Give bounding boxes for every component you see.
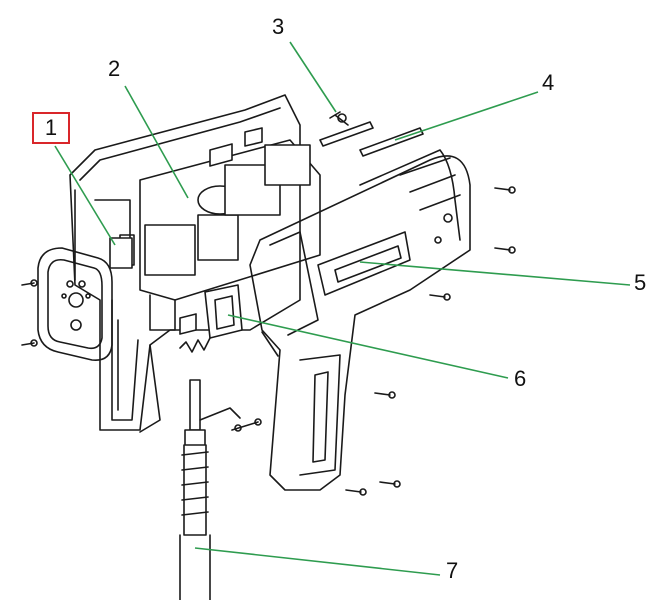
screws	[21, 111, 516, 496]
trigger-switch	[179, 284, 243, 339]
callout-label-6: 6	[514, 366, 527, 391]
circuit-board	[109, 127, 321, 331]
trigger-spring	[179, 337, 211, 353]
leader-line-5	[359, 261, 631, 286]
front-cap	[37, 247, 113, 362]
pins	[319, 121, 424, 157]
leader-line-1	[54, 145, 116, 246]
callout-label-5: 5	[634, 270, 647, 295]
callout-label-3: 3	[272, 14, 285, 39]
probe-cable	[179, 379, 242, 600]
leader-line-6	[227, 314, 509, 379]
leader-line-2	[124, 85, 189, 199]
leader-line-7	[194, 547, 441, 576]
front-housing-half	[249, 149, 471, 491]
leader-lines	[54, 41, 631, 576]
callout-number-1: 1	[44, 115, 58, 140]
callout-label-4: 4	[542, 70, 555, 95]
callout-label-1: 1	[32, 112, 70, 144]
callout-label-2: 2	[108, 56, 121, 81]
callout-label-7: 7	[446, 558, 459, 583]
leader-line-3	[289, 41, 337, 113]
leader-line-4	[394, 91, 539, 141]
